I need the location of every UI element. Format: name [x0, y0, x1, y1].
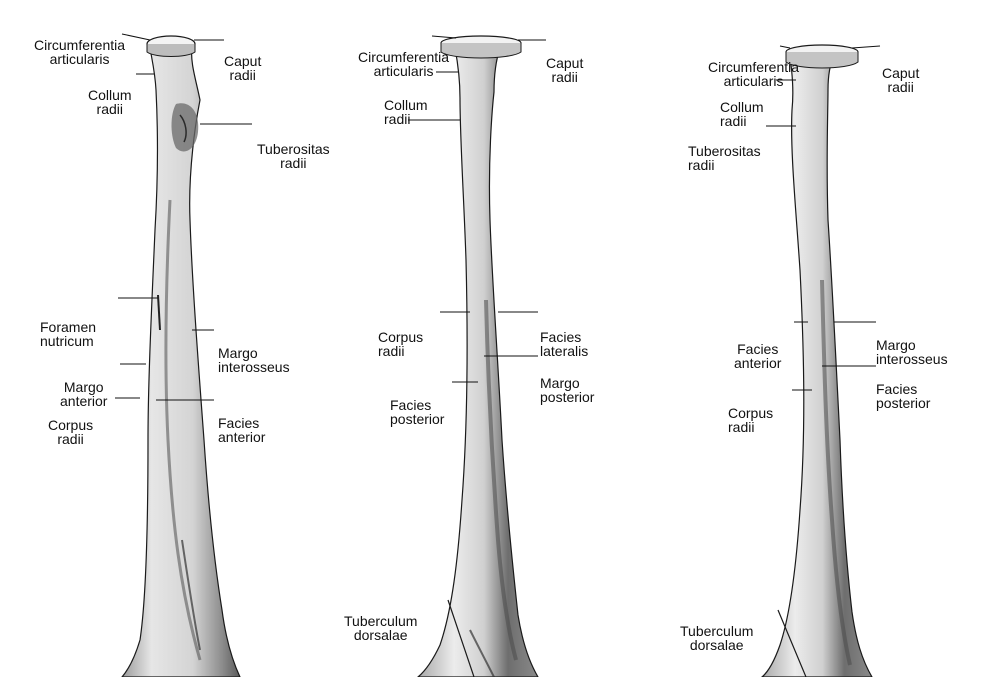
label-facies-posterior-2: Faciesposterior: [390, 370, 444, 440]
label-tuberositas-radii-1: Tuberositasradii: [257, 114, 330, 184]
label-corpus-radii-3: Corpusradii: [728, 378, 773, 448]
label-margo-interosseus-1: Margointerosseus: [218, 318, 290, 388]
label-tuberculum-dorsalae-2: Tuberculumdorsalae: [344, 586, 417, 656]
label-collum-radii-2: Collumradii: [384, 70, 428, 140]
label-caput-radii-2: Caputradii: [546, 28, 583, 98]
label-collum-radii-1: Collumradii: [88, 60, 132, 130]
label-caput-radii-3: Caputradii: [882, 38, 919, 108]
label-caput-radii-1: Caputradii: [224, 26, 261, 96]
label-corpus-radii-1: Corpusradii: [48, 390, 93, 460]
label-tuberositas-radii-3: Tuberositasradii: [688, 116, 761, 186]
label-margo-posterior: Margoposterior: [540, 348, 594, 418]
label-facies-posterior-3: Faciesposterior: [876, 354, 930, 424]
label-corpus-radii-2: Corpusradii: [378, 302, 423, 372]
label-facies-anterior-3: Faciesanterior: [734, 314, 781, 384]
label-tuberculum-dorsalae-3: Tuberculumdorsalae: [680, 596, 753, 666]
label-facies-anterior-1: Faciesanterior: [218, 388, 265, 458]
